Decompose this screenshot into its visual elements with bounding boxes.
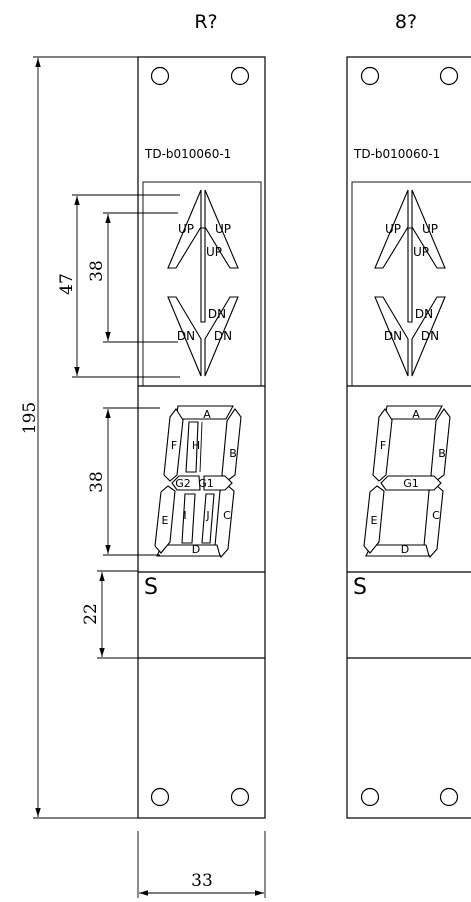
left-mount-hole-top-left-icon	[150, 66, 170, 86]
left-seg-label-b: B	[229, 447, 237, 460]
left-up-arrow-left-icon	[167, 189, 202, 269]
left-mount-hole-bottom-left-icon	[150, 787, 170, 807]
left-segment-digit	[154, 405, 242, 558]
right-mount-hole-top-left-icon	[360, 66, 380, 86]
right-segment-digit	[363, 405, 451, 558]
right-panel-outline	[346, 56, 471, 819]
right-seg-label-f: F	[380, 439, 386, 452]
right-up-label-right: UP	[422, 222, 438, 236]
right-seg-label-g1: G1	[403, 477, 419, 490]
left-seg-label-g2: G2	[175, 477, 191, 490]
dim-digit-height: 38	[87, 471, 107, 493]
left-segment-c	[214, 484, 235, 558]
right-up-label-left: UP	[385, 222, 401, 236]
right-dn-label-center: DN	[415, 307, 433, 321]
left-seg-label-e: E	[162, 514, 169, 527]
left-seg-label-f: F	[171, 439, 177, 452]
right-segment-e	[363, 485, 385, 554]
left-dn-label-left: DN	[177, 329, 195, 343]
left-dn-label-center: DN	[208, 307, 226, 321]
left-dn-arrow-right-icon	[204, 296, 239, 377]
left-segment-e	[154, 485, 176, 554]
left-segment-h	[185, 421, 199, 473]
right-seg-label-b: B	[438, 447, 446, 460]
left-s-label: S	[144, 575, 158, 600]
right-up-down-arrows-icon	[374, 189, 446, 377]
right-up-arrow-right-icon	[411, 189, 446, 269]
right-seg-label-c: C	[432, 509, 440, 522]
left-up-label-center: UP	[206, 245, 222, 259]
left-seg-label-d: D	[192, 543, 200, 556]
right-up-label-center: UP	[413, 245, 429, 259]
right-dn-arrow-left-icon	[374, 296, 409, 377]
right-up-arrow-left-icon	[374, 189, 409, 269]
left-dn-arrow-left-icon	[167, 296, 202, 377]
left-segment-g1	[203, 475, 233, 491]
right-dn-label-right: DN	[421, 329, 439, 343]
left-seg-label-j: J	[205, 509, 209, 522]
left-segment-f	[163, 408, 184, 482]
right-segment-f	[372, 408, 393, 482]
left-segment-b	[221, 408, 242, 482]
left-part-drawing: R? TD-b010060-1 UP UP UP DN DN DN	[137, 11, 266, 819]
left-arrow-stem-icon	[200, 227, 206, 323]
left-up-label-right: UP	[215, 222, 231, 236]
right-seg-label-e: E	[371, 514, 378, 527]
right-mount-hole-bottom-right-icon	[439, 787, 459, 807]
left-mount-hole-bottom-right-icon	[230, 787, 250, 807]
right-dn-label-left: DN	[384, 329, 402, 343]
left-seg-label-g1: G1	[198, 477, 214, 490]
dim-overall-height: 195	[20, 402, 40, 434]
left-segment-g2	[171, 475, 201, 491]
right-part-number: TD-b010060-1	[353, 147, 440, 161]
left-seg-label-h: H	[192, 439, 200, 452]
right-mount-hole-top-right-icon	[439, 66, 459, 86]
left-up-label-left: UP	[178, 222, 194, 236]
left-up-arrow-right-icon	[204, 189, 239, 269]
right-part-title: 8?	[395, 11, 417, 33]
right-arrow-stem-icon	[407, 227, 413, 323]
right-dn-arrow-right-icon	[411, 296, 446, 377]
left-segment-center-top	[199, 421, 203, 473]
left-segment-j	[201, 493, 215, 544]
right-seg-label-a: A	[412, 408, 420, 421]
left-seg-label-c: C	[223, 509, 231, 522]
left-seg-label-i: I	[183, 509, 186, 522]
left-panel-outline	[137, 56, 266, 819]
right-s-label: S	[353, 575, 367, 600]
right-seg-label-d: D	[401, 543, 409, 556]
left-up-down-arrows-icon	[167, 189, 239, 377]
right-segment-c	[423, 484, 444, 558]
left-segment-d	[156, 544, 221, 557]
right-segment-b	[430, 408, 451, 482]
dim-arrow-span: 38	[87, 260, 107, 282]
right-segment-d	[365, 544, 430, 557]
left-segment-i	[181, 493, 196, 544]
right-part-drawing: 8? TD-b010060-1 UP UP UP DN DN DN	[346, 11, 471, 819]
left-part-number: TD-b010060-1	[144, 147, 231, 161]
left-dn-label-right: DN	[214, 329, 232, 343]
left-part-title: R?	[194, 11, 217, 33]
left-mount-hole-top-right-icon	[230, 66, 250, 86]
dim-s-section: 22	[81, 603, 101, 625]
dim-width: 33	[191, 871, 213, 891]
dim-arrow-window: 47	[57, 273, 77, 295]
right-mount-hole-bottom-left-icon	[360, 787, 380, 807]
right-segment-g1	[380, 475, 442, 491]
dimension-lines: 195 47 38 38 22 33	[20, 56, 266, 898]
left-seg-label-a: A	[203, 408, 211, 421]
